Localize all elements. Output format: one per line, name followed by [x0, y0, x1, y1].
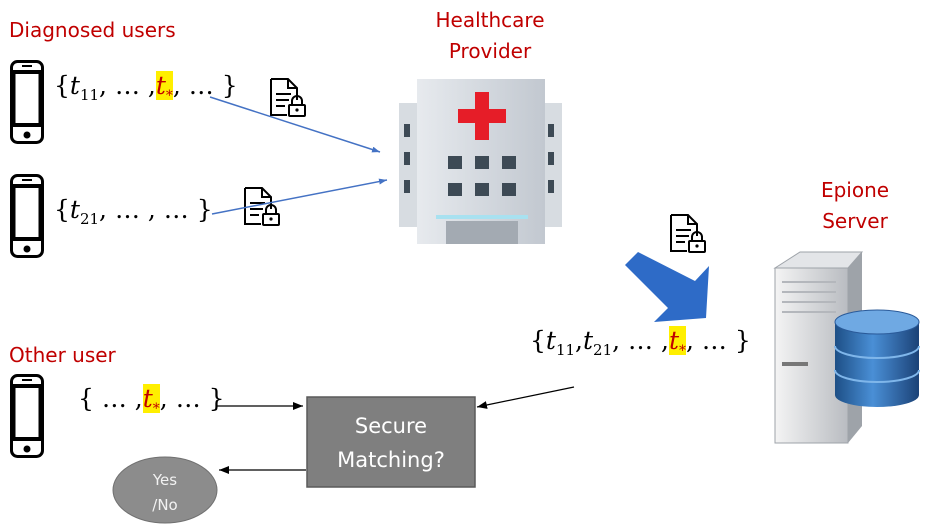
yes-no-label: /No: [152, 496, 177, 514]
user1-token-set: {t11, … ,t*, … }: [54, 71, 238, 104]
locked-document-icon: [270, 78, 306, 117]
other-user-token-set: { … ,t*, … }: [78, 384, 225, 417]
hospital-icon: [399, 79, 562, 244]
transfer-arrow: [625, 252, 709, 322]
smartphone-icon: [10, 60, 44, 144]
other-user-label: Other user: [9, 343, 116, 367]
user2-token-set: {t21, … , … }: [54, 195, 213, 228]
yes-no-oval: [112, 456, 218, 524]
secure-matching-label: Matching?: [337, 448, 445, 472]
locked-document-icon: [670, 214, 706, 253]
healthcare-provider-label: Healthcare Provider: [435, 8, 545, 63]
smartphone-icon: [10, 374, 44, 458]
server-token-set: {t11,t21, … ,t*, … }: [530, 326, 751, 359]
smartphone-icon: [10, 174, 44, 258]
epione-server-label: Epione Server: [820, 178, 890, 233]
yes-no-label: Yes: [152, 471, 177, 489]
diagnosed-users-label: Diagnosed users: [9, 18, 176, 42]
secure-matching-box: [306, 396, 476, 488]
server-database-icon: [773, 251, 920, 444]
server-to-matching-arrow: [476, 386, 575, 409]
upload-arrow: [209, 96, 381, 153]
upload-arrow: [211, 178, 388, 215]
secure-matching-label: Secure: [355, 414, 427, 438]
